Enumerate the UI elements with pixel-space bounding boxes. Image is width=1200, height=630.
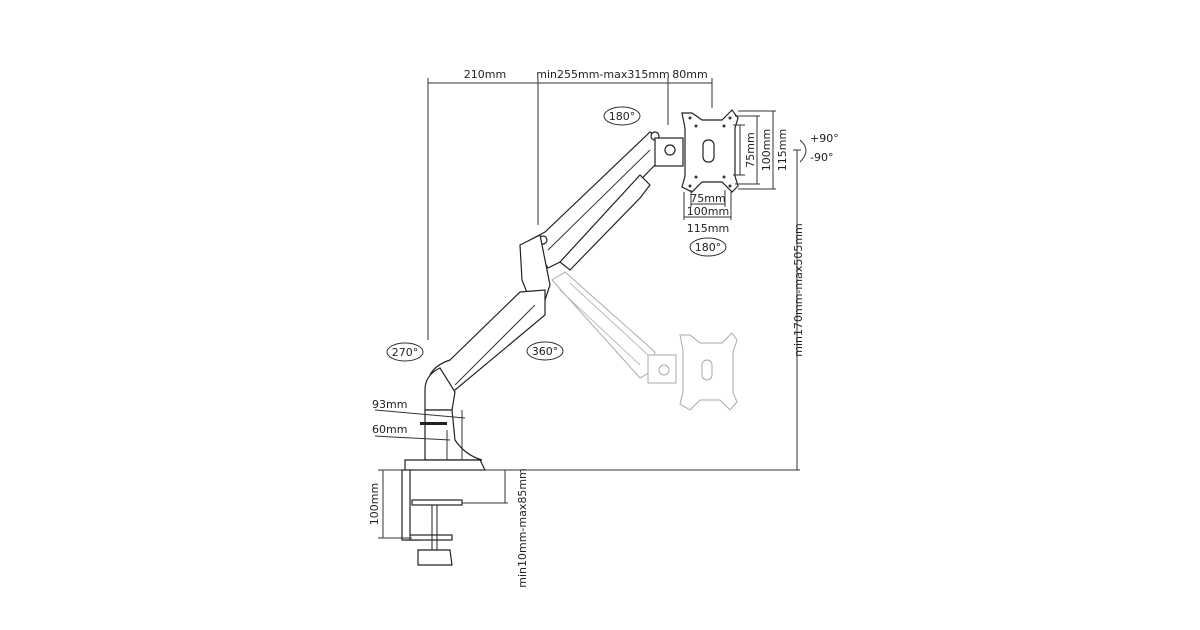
svg-text:270°: 270° (392, 346, 419, 359)
dim-arm-length: min255mm-max315mm (536, 68, 670, 81)
dim-desk-thickness: min10mm-max85mm (516, 468, 529, 588)
tilt-arc-icon (799, 139, 807, 163)
rotation-icon (603, 106, 641, 126)
upper-arm (529, 131, 663, 271)
lower-arm (424, 234, 551, 411)
pole (420, 409, 483, 461)
base-and-clamp (401, 459, 486, 566)
rotation-icon (689, 237, 727, 257)
tilt-head (654, 137, 684, 167)
top-dimension-lines (427, 78, 713, 340)
vesa-v-115: 115mm (776, 129, 789, 171)
dim-80: 80mm (672, 68, 707, 81)
rotation-base: 270° (386, 342, 424, 362)
vesa-vertical-dims (733, 110, 776, 190)
vesa-h-100: 100mm (687, 205, 729, 218)
rotation-head-top: 180° (603, 106, 641, 126)
rotation-head-bottom: 180° (689, 237, 727, 257)
tilt-plus: +90° (810, 132, 839, 145)
vesa-v-75: 75mm (744, 132, 757, 167)
dim-line-93 (374, 409, 466, 419)
vesa-v-100: 100mm (760, 129, 773, 171)
vesa-h-115: 115mm (687, 222, 729, 235)
rotation-icon (526, 341, 564, 361)
svg-text:360°: 360° (532, 345, 559, 358)
dim-210: 210mm (464, 68, 506, 81)
dim-height-range: min170mm-max505mm (792, 223, 805, 357)
vesa-h-75: 75mm (690, 192, 725, 205)
rotation-icon (386, 342, 424, 362)
dim-60: 60mm (372, 423, 407, 436)
tilt-minus: -90° (810, 151, 833, 164)
arm-lowered-position (551, 271, 738, 411)
rotation-elbow: 360° (526, 341, 564, 361)
dim-clamp-100: 100mm (368, 483, 381, 525)
dim-93: 93mm (372, 398, 407, 411)
svg-text:180°: 180° (695, 241, 722, 254)
dim-line-60 (374, 435, 451, 441)
vesa-horizontal-dims (683, 190, 732, 220)
vesa-plate (681, 109, 739, 193)
svg-text:180°: 180° (609, 110, 636, 123)
